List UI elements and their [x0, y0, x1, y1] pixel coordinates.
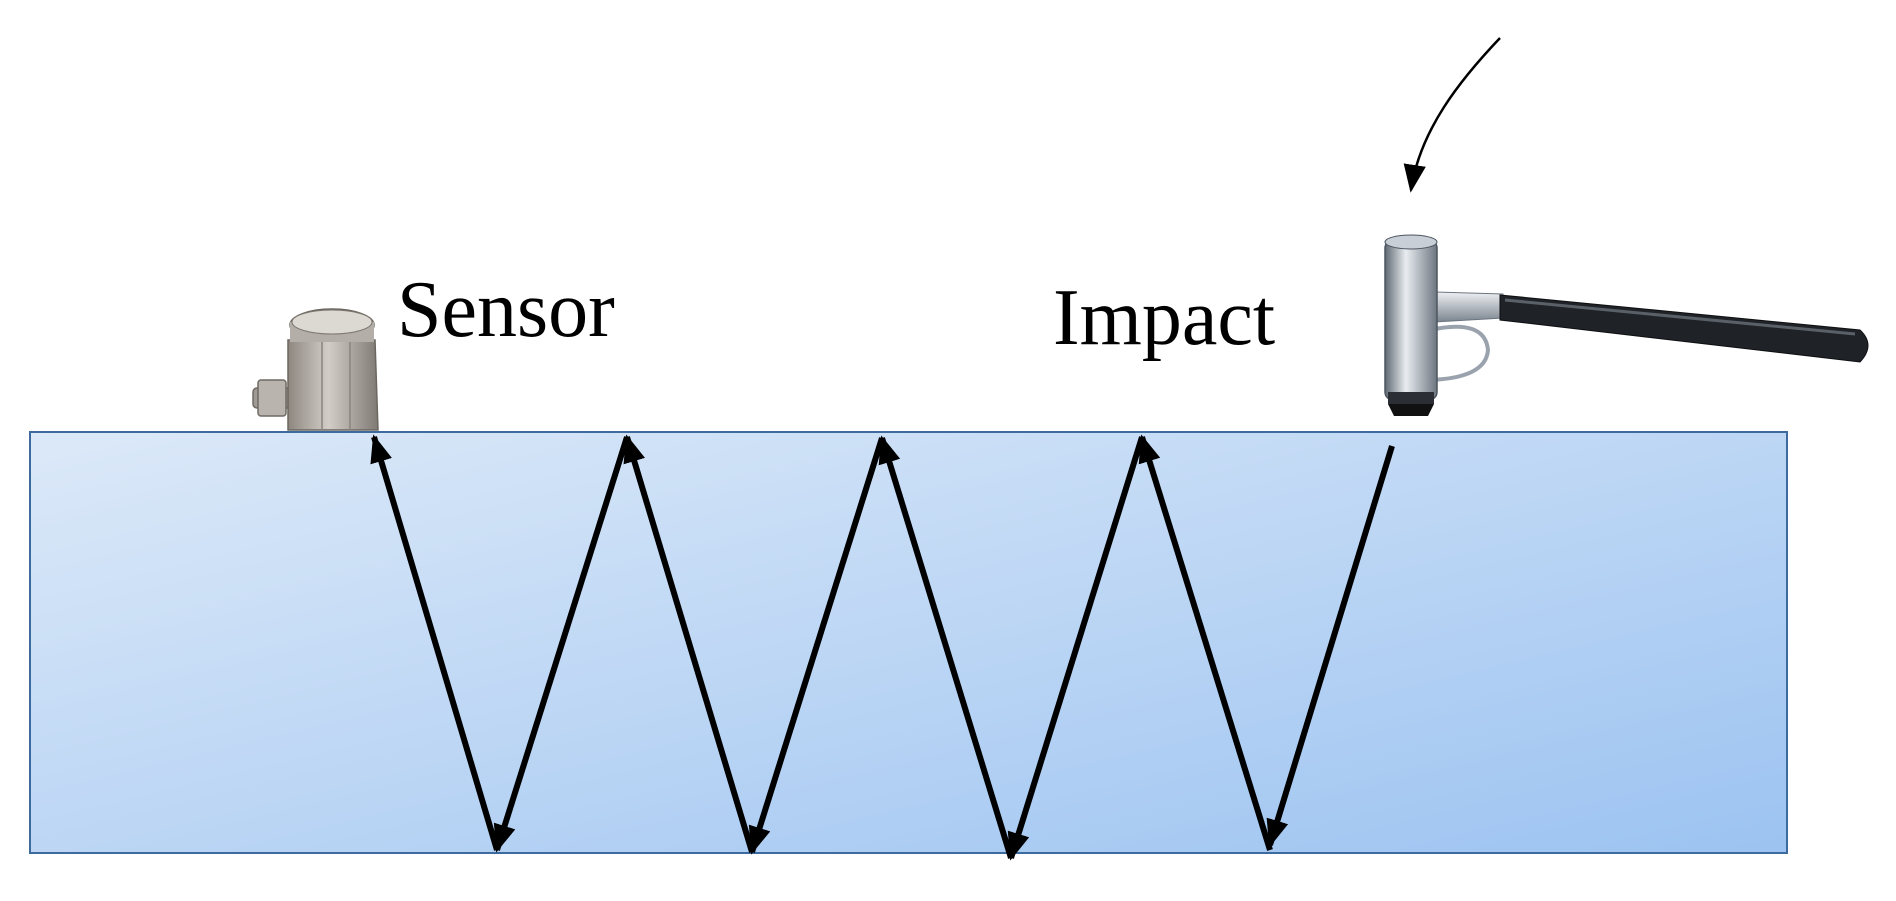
wave-segment-3 — [1007, 436, 1145, 861]
impact-hammer-icon — [1384, 234, 1869, 416]
curved-arrow-icon — [1403, 37, 1501, 193]
test-block — [29, 431, 1788, 854]
wave-path — [370, 434, 1395, 861]
impact-label: Impact — [1053, 274, 1276, 362]
wave-segment-2 — [1138, 434, 1273, 851]
sensor-label: Sensor — [397, 266, 615, 354]
wave-segment-4 — [878, 435, 1014, 859]
wave-segment-5 — [748, 437, 885, 855]
accelerometer-sensor-icon — [252, 308, 379, 431]
wave-segment-8 — [370, 434, 500, 851]
wave-segment-6 — [623, 434, 755, 853]
wave-segment-7 — [493, 436, 630, 853]
wave-segment-1 — [1266, 445, 1395, 848]
